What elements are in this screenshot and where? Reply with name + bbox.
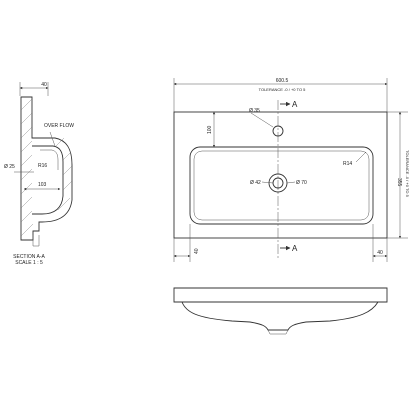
plan-height-tolerance: TOLERANCE -0 / +0 TO 5 (405, 150, 410, 198)
side-diameter: Ø 25 (4, 164, 15, 170)
bowl-inner (193, 150, 370, 221)
section-hatching (20, 98, 73, 237)
section-marker-top: A (292, 100, 298, 109)
plan-view: 600.5 TOLERANCE -0 / +0 TO 5 Ø 35 A A 10… (173, 78, 410, 262)
overflow-channel (40, 149, 59, 170)
bowl-radius-label: R14 (343, 161, 352, 167)
side-width-dim: 103 (38, 182, 47, 188)
waste-outer-label: Ø 70 (296, 180, 307, 186)
bowl-outline (189, 146, 374, 225)
plan-width-tolerance: TOLERANCE -0 / +0 TO 5 (259, 87, 307, 92)
plan-width-dim: 600.5 (276, 78, 289, 84)
bowl-inner-line (32, 145, 64, 215)
plan-height-dim: 355 (396, 178, 402, 187)
right-margin-dim: 40 (377, 250, 383, 256)
section-title: SECTION A-A (13, 254, 45, 260)
side-radius: R16 (38, 163, 47, 169)
section-view: 40 Ø 25 OVER FLOW R16 (4, 82, 74, 266)
basin-outline (173, 111, 388, 239)
section-scale: SCALE 1 : 5 (15, 260, 43, 266)
left-margin-dim: 40 (194, 248, 200, 254)
side-top-dim: 40 (41, 82, 47, 88)
depth-to-bowl-dim: 100 (207, 125, 213, 134)
bowl-profile (181, 301, 379, 331)
waste-inner-label: Ø 42 (250, 180, 261, 186)
section-marker-bottom: A (292, 244, 298, 253)
tap-hole-label: Ø 35 (249, 108, 260, 114)
side-overflow: OVER FLOW (44, 123, 74, 129)
section-outline (20, 96, 73, 241)
front-elevation (173, 287, 388, 335)
waste-outlet (267, 329, 289, 335)
